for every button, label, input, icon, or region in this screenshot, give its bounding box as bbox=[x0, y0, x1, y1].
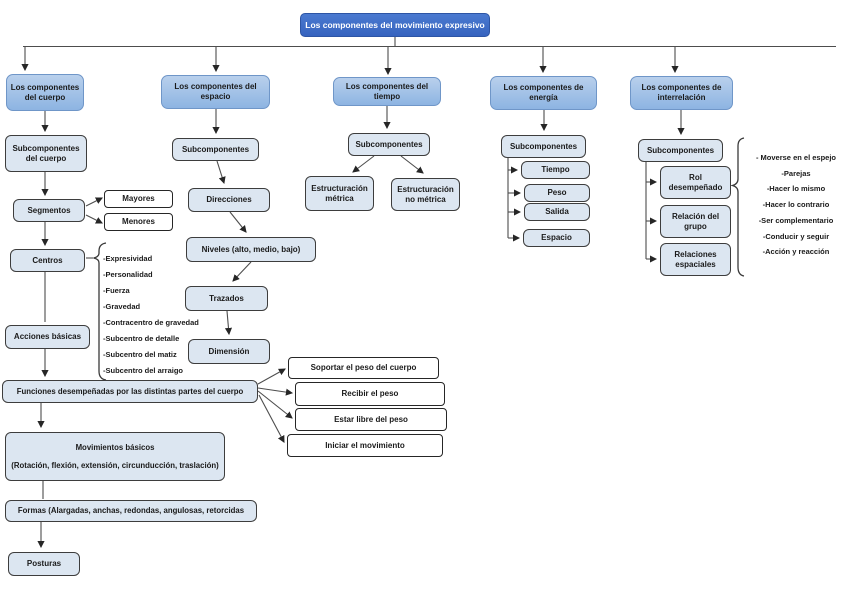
subcomponentes-tiempo-node: Subcomponentes bbox=[348, 133, 430, 156]
energia-espacio-node: Espacio bbox=[523, 229, 590, 247]
direcciones-node: Direcciones bbox=[188, 188, 270, 212]
relaciones-espaciales-node: Relaciones espaciales bbox=[660, 243, 731, 276]
funcion-iniciar-node: Iniciar el movimiento bbox=[287, 434, 443, 457]
interrelacion-note-list: - Moverse en el espejo -Parejas -Hacer l… bbox=[746, 150, 846, 260]
title-node: Los componentes del movimiento expresivo bbox=[300, 13, 490, 37]
funciones-node: Funciones desempeñadas por las distintas… bbox=[2, 380, 258, 403]
centros-attribute-list: -Expresividad -Personalidad -Fuerza -Gra… bbox=[103, 251, 199, 379]
branch-energia-node: Los componentes de energía bbox=[490, 76, 597, 110]
branch-interrelacion-node: Los componentes de interrelación bbox=[630, 76, 733, 110]
movimientos-basicos-detail: (Rotación, flexión, extensión, circunduc… bbox=[11, 460, 219, 470]
interrelacion-note-item: -Ser complementario bbox=[758, 215, 834, 225]
formas-node: Formas (Alargadas, anchas, redondas, ang… bbox=[5, 500, 257, 522]
centros-node: Centros bbox=[10, 249, 85, 272]
estructuracion-metrica-node: Estructuración métrica bbox=[305, 176, 374, 211]
interrelacion-note-item: -Hacer lo mismo bbox=[766, 184, 826, 194]
interrelacion-note-item: -Hacer lo contrario bbox=[762, 200, 830, 210]
acciones-basicas-node: Acciones básicas bbox=[5, 325, 90, 349]
segmentos-node: Segmentos bbox=[13, 199, 85, 222]
movimientos-basicos-title: Movimientos básicos bbox=[75, 442, 155, 452]
relacion-del-grupo-node: Relación del grupo bbox=[660, 205, 731, 238]
interrelacion-brace bbox=[730, 137, 745, 277]
funcion-recibir-node: Recibir el peso bbox=[295, 382, 445, 406]
interrelacion-note-item: -Acción y reacción bbox=[762, 247, 830, 257]
energia-salida-node: Salida bbox=[524, 203, 590, 221]
centros-attribute-item: -Subcentro de detalle bbox=[103, 334, 180, 343]
interrelacion-note-item: -Conducir y seguir bbox=[762, 231, 830, 241]
estructuracion-no-metrica-node: Estructuración no métrica bbox=[391, 178, 460, 211]
subcomponentes-cuerpo-node: Subcomponentes del cuerpo bbox=[5, 135, 87, 172]
funcion-estar-libre-node: Estar libre del peso bbox=[295, 408, 447, 431]
centros-attribute-item: -Expresividad bbox=[103, 254, 153, 263]
centros-attribute-item: -Personalidad bbox=[103, 270, 153, 279]
mayores-node: Mayores bbox=[104, 190, 173, 208]
subcomponentes-espacio-node: Subcomponentes bbox=[172, 138, 259, 161]
interrelacion-note-item: - Moverse en el espejo bbox=[755, 153, 837, 162]
energia-tiempo-node: Tiempo bbox=[521, 161, 590, 179]
movimientos-basicos-node: Movimientos básicos (Rotación, flexión, … bbox=[5, 432, 225, 481]
centros-brace bbox=[93, 242, 107, 381]
branch-cuerpo-node: Los componentes del cuerpo bbox=[6, 74, 84, 111]
subcomponentes-interrelacion-node: Subcomponentes bbox=[638, 139, 723, 162]
centros-attribute-item: -Gravedad bbox=[103, 302, 141, 311]
centros-attribute-item: -Fuerza bbox=[103, 286, 130, 295]
dimension-node: Dimensión bbox=[188, 339, 270, 364]
branch-tiempo-node: Los componentes del tiempo bbox=[333, 77, 441, 106]
niveles-node: Niveles (alto, medio, bajo) bbox=[186, 237, 316, 262]
trazados-node: Trazados bbox=[185, 286, 268, 311]
menores-node: Menores bbox=[104, 213, 173, 231]
subcomponentes-energia-node: Subcomponentes bbox=[501, 135, 586, 158]
centros-attribute-item: -Subcentro del matiz bbox=[103, 350, 177, 359]
branch-espacio-node: Los componentes del espacio bbox=[161, 75, 270, 109]
energia-peso-node: Peso bbox=[524, 184, 590, 202]
rol-desempenado-node: Rol desempeñado bbox=[660, 166, 731, 199]
interrelacion-note-item: -Parejas bbox=[781, 168, 811, 178]
funcion-soportar-node: Soportar el peso del cuerpo bbox=[288, 357, 439, 379]
centros-attribute-item: -Subcentro del arraigo bbox=[103, 366, 184, 375]
centros-attribute-item: -Contracentro de gravedad bbox=[103, 318, 199, 327]
posturas-node: Posturas bbox=[8, 552, 80, 576]
